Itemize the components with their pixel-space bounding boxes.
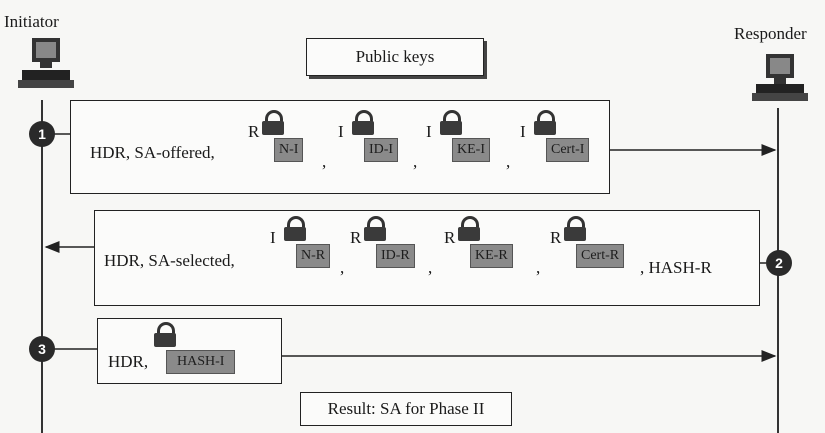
initiator-lifeline xyxy=(41,100,43,433)
lock-icon xyxy=(262,110,284,135)
lock-icon xyxy=(352,110,374,135)
separator: , xyxy=(536,258,541,277)
step-2-badge: 2 xyxy=(766,250,792,276)
message-1-box xyxy=(70,100,610,194)
result-box: Result: SA for Phase II xyxy=(300,392,512,426)
initiator-label: Initiator xyxy=(4,12,59,31)
separator: , xyxy=(506,152,511,171)
message-3-prefix: HDR, xyxy=(108,352,149,371)
lock-icon xyxy=(440,110,462,135)
payload: KE-I xyxy=(452,138,490,162)
key-label: I xyxy=(426,122,432,141)
payload: ID-I xyxy=(364,138,399,162)
lock-icon xyxy=(564,216,586,241)
key-label: R xyxy=(550,228,562,247)
payload: N-I xyxy=(274,138,304,162)
separator: , xyxy=(428,258,433,277)
payload: N-R xyxy=(296,244,331,268)
key-label: I xyxy=(520,122,526,141)
lock-icon xyxy=(364,216,386,241)
result-label: Result: SA for Phase II xyxy=(327,399,485,418)
payload: Cert-I xyxy=(546,138,590,162)
public-keys-label: Public keys xyxy=(355,47,435,66)
key-label: I xyxy=(270,228,276,247)
responder-computer-icon xyxy=(748,52,810,113)
separator: , xyxy=(340,258,345,277)
lock-icon xyxy=(154,322,176,347)
lock-icon xyxy=(534,110,556,135)
responder-label: Responder xyxy=(734,24,807,43)
payload: ID-R xyxy=(376,244,415,268)
message-2-suffix: , HASH-R xyxy=(640,258,712,277)
step-1-badge: 1 xyxy=(29,121,55,147)
key-label: R xyxy=(350,228,362,247)
message-1-prefix: HDR, SA-offered, xyxy=(90,143,215,162)
step-3-badge: 3 xyxy=(29,336,55,362)
separator: , xyxy=(322,152,327,171)
lock-icon xyxy=(284,216,306,241)
payload: KE-R xyxy=(470,244,513,268)
key-label: R xyxy=(248,122,260,141)
key-label: I xyxy=(338,122,344,141)
message-2-prefix: HDR, SA-selected, xyxy=(104,251,235,270)
key-label: R xyxy=(444,228,456,247)
payload: Cert-R xyxy=(576,244,625,268)
public-keys-box: Public keys xyxy=(306,38,484,76)
message-2-box xyxy=(94,210,760,306)
initiator-computer-icon xyxy=(14,34,76,101)
payload: HASH-I xyxy=(166,350,236,374)
lock-icon xyxy=(458,216,480,241)
separator: , xyxy=(413,152,418,171)
